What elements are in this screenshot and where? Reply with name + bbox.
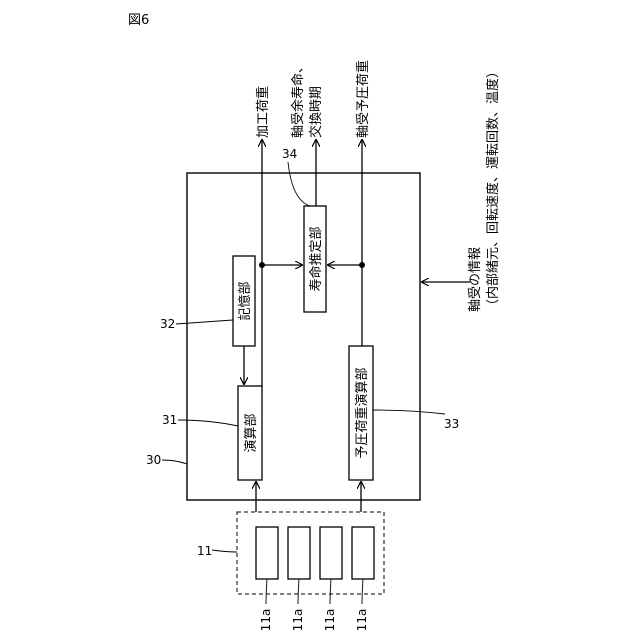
sensor-2-leader bbox=[298, 579, 299, 604]
remaining-life-label-line2: 交換時期 bbox=[308, 86, 324, 138]
preload-compute-unit-ref: 33 bbox=[444, 417, 459, 431]
bearing-info-line1: 軸受の情報 bbox=[468, 247, 483, 312]
life-estimation-unit-ref: 34 bbox=[282, 147, 297, 161]
remaining-life-label-line1: 軸受余寿命、 bbox=[290, 60, 306, 138]
storage-unit-leader bbox=[176, 320, 233, 324]
figure-label: 図6 bbox=[128, 13, 149, 28]
controller-ref: 30 bbox=[146, 453, 161, 467]
sensor-group-leader bbox=[212, 550, 237, 552]
preload-label: 軸受予圧荷重 bbox=[355, 60, 371, 138]
storage-unit-label: 記憶部 bbox=[237, 281, 253, 320]
sensor-1 bbox=[256, 527, 278, 579]
preload-compute-unit-leader bbox=[373, 410, 445, 414]
storage-unit-ref: 32 bbox=[160, 317, 175, 331]
compute-unit-label: 演算部 bbox=[243, 413, 259, 452]
life-estimation-unit-label: 寿命推定部 bbox=[308, 226, 324, 291]
sensor-4-leader bbox=[362, 579, 363, 604]
controller-leader bbox=[162, 460, 187, 464]
sensor-4 bbox=[352, 527, 374, 579]
sensor-3 bbox=[320, 527, 342, 579]
sensor-3-leader bbox=[330, 579, 331, 604]
sensor-4-ref: 11a bbox=[355, 609, 369, 632]
bearing-info-line2: （内部緒元、回転速度、運転回数、温度） bbox=[485, 65, 501, 312]
sensor-group-ref: 11 bbox=[197, 544, 212, 558]
sensor-1-ref: 11a bbox=[259, 609, 273, 632]
life-estimation-unit-leader bbox=[288, 162, 310, 206]
sensor-2 bbox=[288, 527, 310, 579]
sensor-3-ref: 11a bbox=[323, 609, 337, 632]
compute-unit-ref: 31 bbox=[162, 413, 177, 427]
sensor-1-leader bbox=[266, 579, 267, 604]
preload-compute-unit-label: 予圧荷重演算部 bbox=[354, 367, 370, 458]
processing-load-label: 加工荷重 bbox=[255, 86, 271, 138]
sensor-2-ref: 11a bbox=[291, 609, 305, 632]
